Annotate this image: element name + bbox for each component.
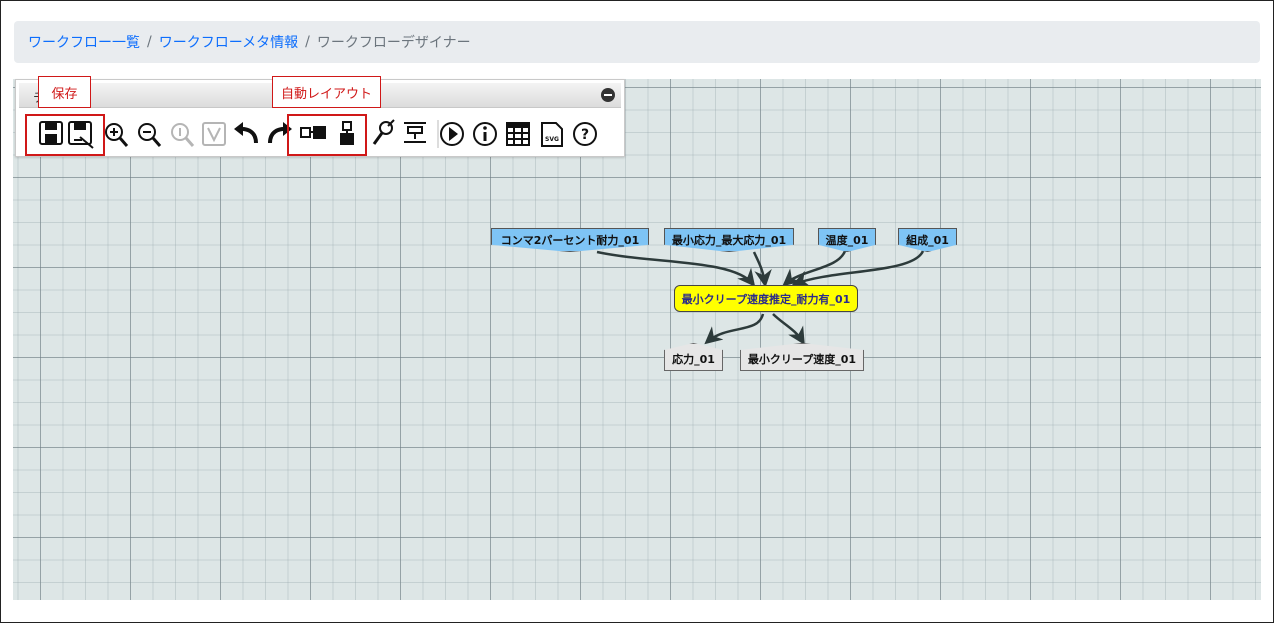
info-icon[interactable]: 情報: [473, 122, 497, 146]
zoom-in-icon[interactable]: 拡大: [105, 123, 129, 147]
module-node-label: 最小クリープ速度推定_耐力有_01: [681, 292, 851, 306]
workflow-canvas[interactable]: コンマ2パーセント耐力_01 最小応力_最大応力_01 温度_01 組成_01 …: [13, 79, 1261, 600]
svg-text:SVG: SVG: [545, 136, 559, 143]
zoom-reset-icon[interactable]: 等倍: [171, 123, 195, 147]
edge-input2-module: [752, 251, 772, 288]
auto-layout-highlight: [287, 114, 367, 156]
breadcrumb-separator: /: [147, 34, 152, 50]
edge-module-output2: [772, 313, 805, 345]
input-node[interactable]: コンマ2パーセント耐力_01: [491, 228, 649, 252]
minimize-icon[interactable]: [601, 88, 615, 102]
svg-text:?: ?: [581, 127, 589, 143]
edge-input1-module: [596, 250, 756, 287]
edge-input4-module: [791, 250, 925, 288]
workflow-edges: [596, 250, 925, 345]
save-callout: 保存: [38, 76, 91, 108]
input-node-label: 組成_01: [906, 234, 949, 247]
edge-input3-module: [782, 250, 847, 287]
run-icon[interactable]: 実行: [440, 122, 464, 146]
layout-horizontal-icon[interactable]: 横方向自動レイアウト: [300, 126, 326, 139]
layout-vertical-icon[interactable]: 縦方向自動レイアウト: [340, 121, 354, 145]
breadcrumb-separator: /: [305, 34, 310, 50]
table-icon[interactable]: 一覧: [506, 122, 530, 146]
breadcrumb-current: ワークフローデザイナー: [316, 35, 471, 51]
auto-layout-callout-label: 自動レイアウト: [280, 86, 372, 102]
help-icon[interactable]: ? ヘルプ: [573, 122, 597, 146]
svg-export-icon[interactable]: SVG SVG: [541, 122, 563, 147]
output-node-label: 最小クリープ速度_01: [747, 352, 857, 366]
breadcrumb: ワークフロー一覧 / ワークフローメタ情報 / ワークフローデザイナー: [14, 21, 1260, 63]
settings-icon[interactable]: 設定: [372, 119, 395, 145]
module-node[interactable]: 最小クリープ速度推定_耐力有_01: [674, 285, 858, 312]
fit-icon[interactable]: 全体表示: [202, 122, 226, 146]
output-node-label: 応力_01: [672, 352, 715, 366]
zoom-out-icon[interactable]: 縮小: [138, 123, 162, 147]
save-callout-label: 保存: [51, 86, 78, 102]
input-node-label: コンマ2パーセント耐力_01: [500, 234, 640, 247]
save-highlight: [25, 114, 105, 156]
input-node-label: 温度_01: [825, 234, 869, 247]
edge-module-output1: [704, 313, 765, 345]
align-icon[interactable]: 整列: [404, 122, 426, 143]
breadcrumb-workflow-list[interactable]: ワークフロー一覧: [28, 35, 140, 51]
auto-layout-callout: 自動レイアウト: [272, 76, 381, 108]
input-node-label: 最小応力_最大応力_01: [671, 234, 787, 247]
undo-icon[interactable]: 元に戻す: [234, 122, 258, 144]
breadcrumb-workflow-meta[interactable]: ワークフローメタ情報: [158, 35, 299, 51]
save-as-icon[interactable]: 名前を付けて保存: [68, 121, 94, 149]
save-icon[interactable]: 保存: [39, 121, 63, 145]
